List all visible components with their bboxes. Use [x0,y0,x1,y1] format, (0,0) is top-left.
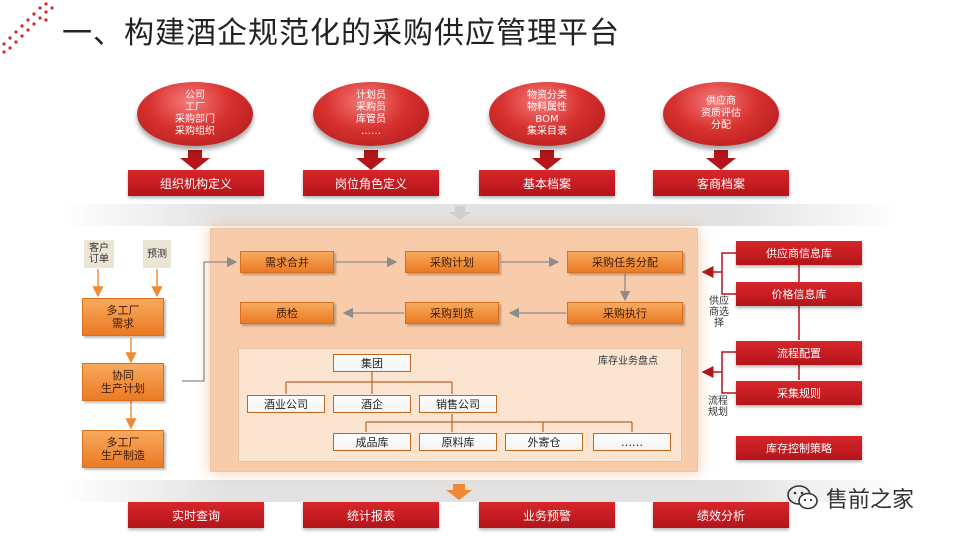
process-plan-note: 流程规划 [708,396,728,418]
basic-archive-bar: 基本档案 [479,170,615,196]
process-config-box: 流程配置 [736,341,862,365]
merchant-oval: 供应商资质评估分配 [663,82,779,146]
external-warehouse-box: 外寄仓 [505,433,583,451]
forecast-box: 预测 [143,240,171,268]
org-oval: 公司工厂采购部门采购组织 [137,82,253,146]
brand-watermark: 售前之家 [786,482,914,514]
collection-rule-box: 采集规则 [736,381,862,405]
demand-merge-box: 需求合并 [240,251,334,273]
role-definition-bar: 岗位角色定义 [303,170,439,196]
multi-factory-demand-box: 多工厂需求 [82,298,164,336]
inventory-label: 库存业务盘点 [598,356,658,367]
supplier-select-note: 供应商选择 [709,296,729,329]
multi-factory-manufacture-box: 多工厂生产制造 [82,430,164,468]
price-info-db-box: 价格信息库 [736,282,862,306]
statistics-report-bar: 统计报表 [303,502,439,528]
customer-order-box: 客户订单 [84,240,114,268]
purchase-arrival-box: 采购到货 [405,302,499,324]
top-band [60,204,900,226]
brand-text: 售前之家 [826,488,915,513]
performance-analysis-bar: 绩效分析 [653,502,789,528]
dot-pattern-decoration [2,2,54,54]
bottom-band [60,480,900,502]
merchant-archive-bar: 客商档案 [653,170,789,196]
raw-material-store-box: 原料库 [419,433,497,451]
role-oval: 计划员采购员库管员…… [313,82,429,146]
page-title: 一、构建酒企规范化的采购供应管理平台 [62,16,620,51]
group-box: 集团 [333,354,411,372]
purchase-plan-box: 采购计划 [405,251,499,273]
inventory-control-policy-box: 库存控制策略 [736,436,862,460]
business-alert-bar: 业务预警 [479,502,615,528]
liquor-enterprise-box: 酒企 [333,395,411,413]
finished-goods-store-box: 成品库 [333,433,411,451]
task-assign-box: 采购任务分配 [567,251,683,273]
supplier-info-db-box: 供应商信息库 [736,241,862,265]
liquor-company-box: 酒业公司 [247,395,325,413]
org-definition-bar: 组织机构定义 [128,170,264,196]
sales-company-box: 销售公司 [419,395,497,413]
more-stores-box: …… [593,433,671,451]
purchase-execute-box: 采购执行 [567,302,683,324]
wechat-icon [787,485,818,510]
realtime-query-bar: 实时查询 [128,502,264,528]
quality-check-box: 质检 [240,302,334,324]
coop-production-plan-box: 协同生产计划 [82,363,164,401]
